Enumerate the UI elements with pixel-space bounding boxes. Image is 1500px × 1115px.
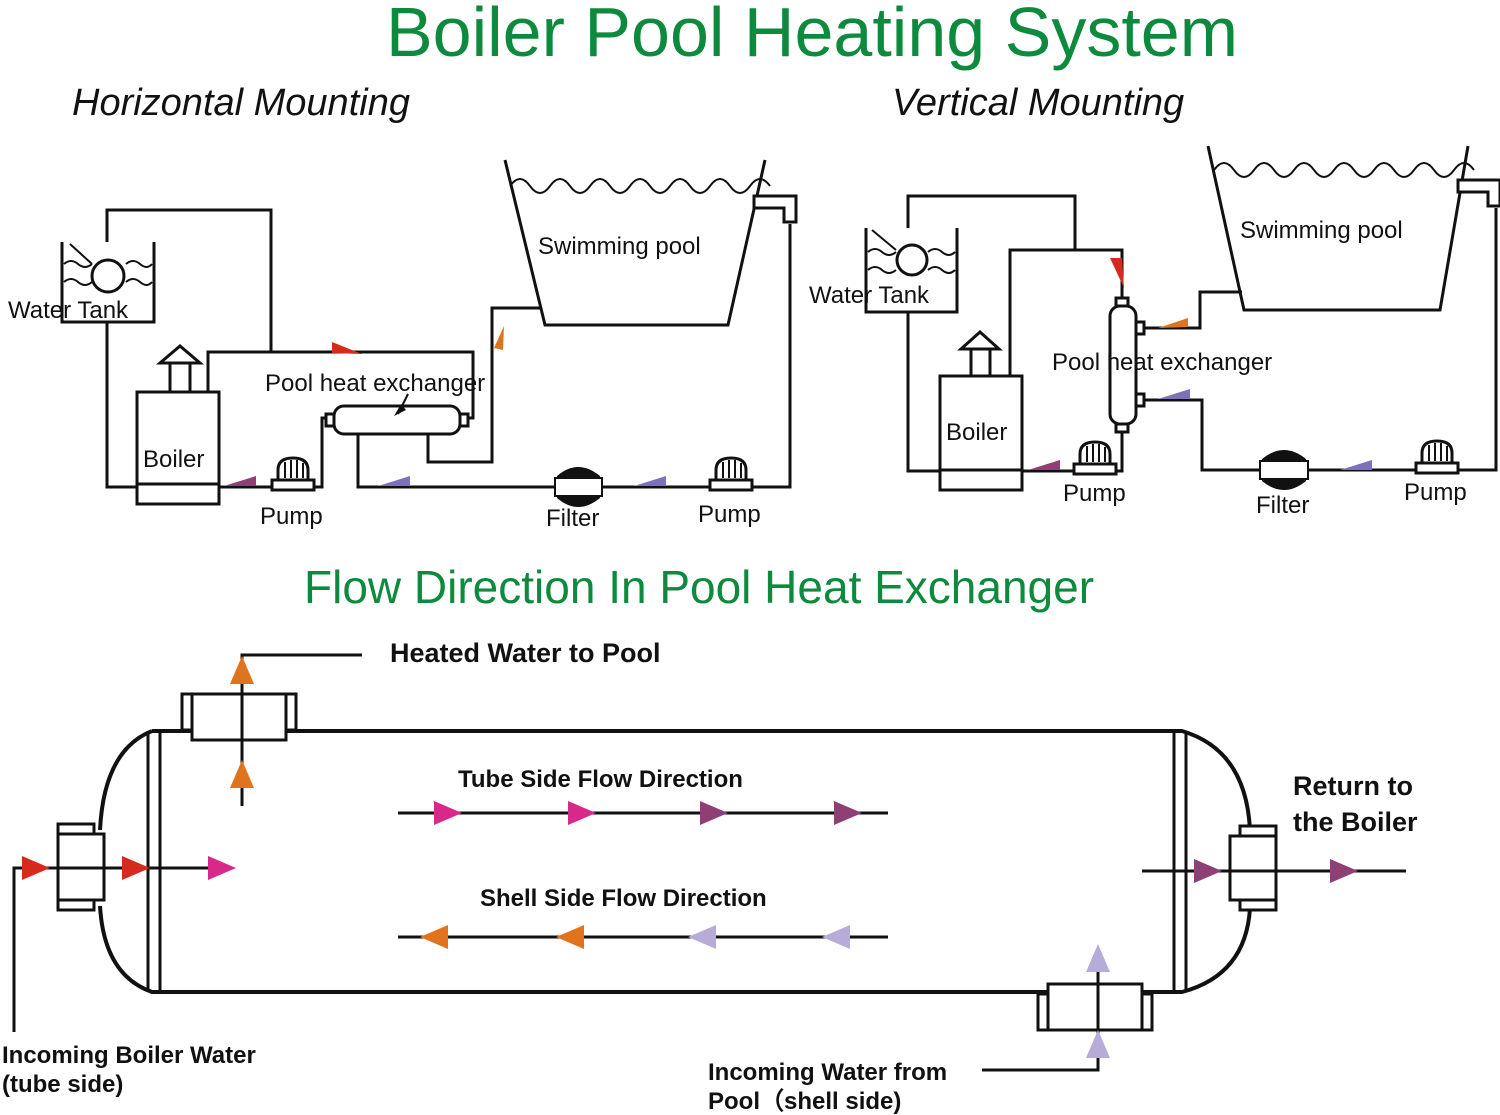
v-filter bbox=[1259, 450, 1309, 490]
pool-inflow-arrow bbox=[1086, 1030, 1110, 1058]
shell-side-label: Shell Side Flow Direction bbox=[480, 885, 767, 912]
flow-arrow-right bbox=[122, 856, 150, 880]
horizontal-diagram: Water Tank Boiler Pool heat exchanger Sw… bbox=[8, 159, 798, 532]
h-flow-arrow bbox=[332, 342, 362, 354]
shell-flow-arrow bbox=[556, 925, 584, 949]
incoming-pool-label-line1: Incoming Water from bbox=[708, 1059, 947, 1086]
h-pump-right bbox=[708, 456, 754, 492]
v-tank-float bbox=[895, 243, 929, 277]
h-boiler-label: Boiler bbox=[143, 446, 204, 473]
right-port bbox=[1228, 834, 1278, 902]
shell-flow-arrow bbox=[822, 925, 850, 949]
vertical-diagram: Water Tank Boiler Pool heat exchanger Sw… bbox=[809, 145, 1500, 519]
flow-arrow-up bbox=[230, 656, 254, 684]
tube-flow-arrow bbox=[834, 801, 862, 825]
v-swimming-pool-label: Swimming pool bbox=[1240, 217, 1403, 244]
tube-flow-arrow bbox=[568, 801, 596, 825]
heated-water-label: Heated Water to Pool bbox=[390, 638, 661, 668]
v-filter-label: Filter bbox=[1256, 492, 1309, 519]
h-pump-right-label: Pump bbox=[698, 501, 761, 528]
h-flow-arrow bbox=[224, 476, 256, 486]
tube-side-label: Tube Side Flow Direction bbox=[458, 766, 743, 793]
h-pump-left bbox=[270, 456, 316, 492]
return-flow-arrow bbox=[1194, 859, 1222, 883]
v-water-tank bbox=[864, 228, 959, 314]
v-flow-arrow bbox=[1110, 258, 1124, 288]
v-flow-arrow bbox=[1158, 389, 1190, 399]
v-pump-right bbox=[1414, 439, 1460, 475]
flow-diagram: Heated Water to Pool Tube Side Flow Dire… bbox=[2, 638, 1418, 1115]
h-tank-float bbox=[90, 258, 126, 294]
v-flow-arrow bbox=[1340, 460, 1372, 470]
v-pump-left-label: Pump bbox=[1063, 480, 1126, 507]
return-label-line2: the Boiler bbox=[1293, 807, 1418, 837]
h-filter bbox=[554, 467, 603, 507]
v-water-tank-label: Water Tank bbox=[809, 282, 930, 309]
flow-arrow-up bbox=[230, 760, 254, 788]
incoming-boiler-label-line2: (tube side) bbox=[2, 1071, 123, 1098]
incoming-pool-label-line2: Pool（shell side) bbox=[708, 1088, 901, 1115]
h-boiler-chimney bbox=[155, 344, 205, 365]
tube-flow-arrow bbox=[434, 801, 462, 825]
flow-arrow-right bbox=[208, 856, 236, 880]
top-port bbox=[190, 692, 288, 742]
tube-flow-arrow bbox=[700, 801, 728, 825]
flow-arrow-right bbox=[22, 856, 50, 880]
return-flow-arrow bbox=[1330, 859, 1358, 883]
main-title: Boiler Pool Heating System bbox=[386, 0, 1238, 71]
v-flow-arrow bbox=[1028, 460, 1060, 470]
h-pool-outlet bbox=[752, 194, 798, 224]
h-pump-left-label: Pump bbox=[260, 503, 323, 530]
v-swimming-pool bbox=[1206, 145, 1470, 312]
h-flow-arrow bbox=[634, 476, 666, 486]
v-pump-left bbox=[1072, 440, 1118, 476]
h-heat-exchanger bbox=[332, 404, 462, 436]
flow-heading: Flow Direction In Pool Heat Exchanger bbox=[304, 561, 1094, 613]
v-boiler-chimney bbox=[957, 329, 1003, 351]
h-swimming-pool-label: Swimming pool bbox=[538, 233, 701, 260]
h-heat-exchanger-label: Pool heat exchanger bbox=[265, 370, 485, 397]
return-label-line1: Return to bbox=[1293, 771, 1413, 801]
incoming-boiler-label-line1: Incoming Boiler Water bbox=[2, 1042, 256, 1069]
h-water-tank-label: Water Tank bbox=[8, 297, 129, 324]
v-heat-exchanger-label: Pool heat exchanger bbox=[1052, 349, 1272, 376]
h-flow-arrow bbox=[494, 326, 504, 350]
bottom-port bbox=[1046, 982, 1144, 1032]
shell-flow-arrow bbox=[688, 925, 716, 949]
shell-flow-arrow bbox=[420, 925, 448, 949]
v-boiler-label: Boiler bbox=[946, 419, 1007, 446]
pool-inflow-arrow bbox=[1086, 944, 1110, 972]
horizontal-heading: Horizontal Mounting bbox=[72, 82, 410, 124]
v-flow-arrow bbox=[1158, 318, 1188, 328]
v-pool-outlet bbox=[1456, 178, 1500, 208]
h-flow-arrow bbox=[378, 476, 410, 486]
v-pump-right-label: Pump bbox=[1404, 479, 1467, 506]
h-swimming-pool bbox=[503, 159, 767, 327]
h-filter-label: Filter bbox=[546, 505, 599, 532]
vertical-heading: Vertical Mounting bbox=[892, 82, 1184, 124]
